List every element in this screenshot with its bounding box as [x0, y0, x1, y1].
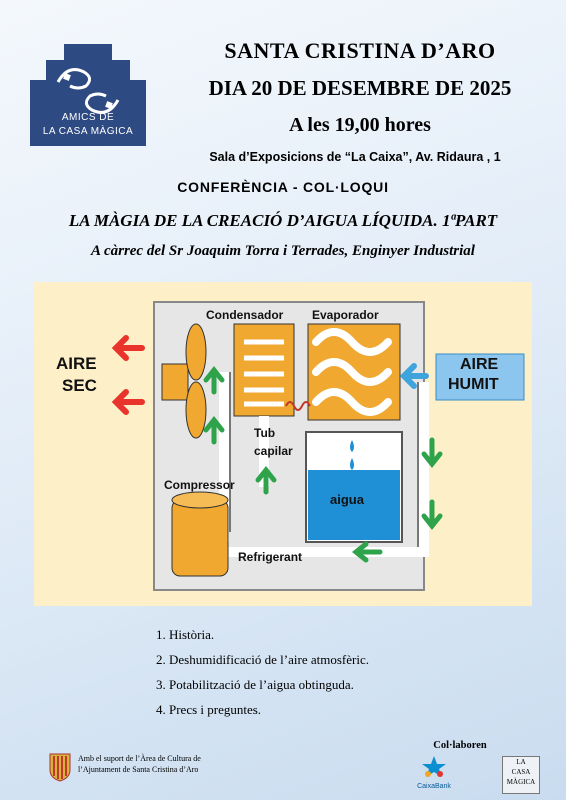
capillary-label-2: capilar — [254, 444, 293, 458]
agenda-item: 3. Potabilització de l’aigua obtinguda. — [156, 677, 354, 692]
water-label: aigua — [330, 492, 364, 507]
diagram-drawing — [111, 301, 525, 591]
logo-line-1: AMICS DE — [61, 112, 115, 123]
agenda-list: 1. Història. 2. Deshumidificació de l’ai… — [156, 622, 369, 722]
humid-air-label-1: AIRE — [460, 356, 499, 373]
logo-line-2: LA CASA MÀGICA — [42, 126, 134, 137]
agenda-item: 1. Història. — [156, 627, 215, 642]
dry-air-label-2: SEC — [62, 376, 97, 395]
lcm-line-3: MÀGICA — [506, 778, 536, 786]
event-date: DIA 20 DE DESEMBRE DE 2025 — [208, 76, 512, 100]
logo-hands-icon — [30, 44, 146, 146]
event-title: LA MÀGIA DE LA CREACIÓ D’AIGUA LÍQUIDA. … — [68, 211, 498, 230]
dry-air-label-1: AIRE — [56, 354, 97, 373]
event-type: CONFERÈNCIA - COL·LOQUI — [177, 179, 389, 195]
la-casa-magica-logo: LA CASA MÀGICA — [502, 756, 540, 794]
capillary-label-1: Tub — [254, 426, 276, 440]
dry-air-arrows — [111, 335, 145, 415]
caixabank-label: CaixaBank — [417, 783, 451, 790]
capillary-tube — [285, 401, 311, 411]
dehumidifier-diagram: Condensador Evaporador AIRE SEC AIRE HUM… — [34, 282, 532, 606]
condenser-label: Condensador — [206, 308, 284, 322]
support-line-2: l’Ajuntament de Santa Cristina d’Aro — [78, 765, 199, 774]
water-fill — [308, 470, 400, 540]
event-time: A les 19,00 hores — [289, 114, 431, 136]
fan-hub-icon — [161, 363, 189, 401]
compressor — [171, 499, 229, 577]
support-credit: Amb el suport de l’Àrea de Cultura de l’… — [78, 753, 218, 775]
santa-cristina-shield-icon — [48, 752, 72, 782]
collaborators: Col·laboren — [410, 740, 510, 751]
amics-casa-magica-logo: AMICS DE LA CASA MÀGICA — [24, 34, 152, 146]
town-heading: SANTA CRISTINA D’ARO — [224, 38, 496, 63]
refrigerant-label: Refrigerant — [238, 550, 303, 564]
refrigerant-flow-arrows — [203, 365, 443, 563]
event-speaker: A càrrec del Sr Joaquim Torra i Terrades… — [91, 243, 475, 259]
compressor-label: Compressor — [164, 478, 235, 492]
caixabank-star-icon — [422, 756, 446, 777]
lcm-line-2: CASA — [511, 768, 531, 776]
fan-blade-icon — [185, 381, 207, 439]
collab-title: Col·laboren — [433, 740, 487, 751]
condenser-coil — [233, 323, 295, 417]
caixabank-logo: CaixaBank — [414, 754, 454, 792]
humid-air-box — [435, 353, 525, 401]
fan-blade-icon — [185, 323, 207, 381]
agenda-item: 4. Precs i preguntes. — [156, 702, 262, 717]
water-drop-icon — [350, 458, 354, 470]
evaporator-label: Evaporador — [312, 308, 379, 322]
event-venue: Sala d’Exposicions de “La Caixa”, Av. Ri… — [209, 150, 501, 164]
humid-air-arrow — [399, 363, 429, 389]
agenda-item: 2. Deshumidificació de l’aire atmosfèric… — [156, 652, 369, 667]
lcm-line-1: LA — [516, 758, 526, 766]
water-drop-icon — [350, 440, 354, 452]
support-line-1: Amb el suport de l’Àrea de Cultura de — [78, 754, 201, 763]
humid-air-label-2: HUMIT — [448, 376, 499, 393]
